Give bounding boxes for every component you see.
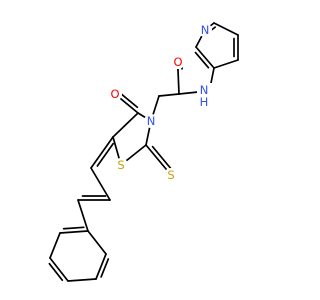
- atom-n-ring-label: N: [147, 114, 156, 128]
- bond-ph4: [49, 257, 69, 282]
- bond-c5-c4: [112, 112, 139, 138]
- atom-n-pyridine-label: N: [201, 23, 210, 37]
- bond-ph6-second: [62, 226, 85, 230]
- atom-nh-amide-h-label: H: [200, 95, 209, 109]
- atom-o-ring-label: O: [110, 87, 119, 101]
- bond-ph1: [87, 230, 107, 255]
- atom-s-ring-label: S: [117, 158, 124, 172]
- atom-n-pyridine: N: [198, 23, 212, 37]
- bond-ph2-second: [100, 258, 110, 278]
- bond-c5-c6: [90, 136, 114, 169]
- bond-c2-s-thione-second: [151, 145, 172, 170]
- atom-s-thione: S: [164, 168, 178, 182]
- bond-pyr3: [213, 22, 239, 36]
- atom-o-amide: O: [171, 55, 185, 69]
- bond-c5-c6-second: [96, 142, 115, 167]
- atom-nh-amide-label: N: [200, 83, 209, 97]
- bond-ca-cb: [158, 93, 180, 97]
- atom-nh-amide: N H: [197, 83, 212, 109]
- bond-cb-cc: [177, 69, 180, 95]
- bond-pyr6-second: [194, 51, 210, 69]
- bond-c6-c7: [90, 167, 111, 201]
- atom-s-ring: S: [114, 158, 128, 172]
- bond-ph6: [59, 230, 89, 234]
- atom-labels: O N S S O N H N: [108, 23, 212, 182]
- bond-ph2: [95, 253, 107, 280]
- bond-pyr6: [195, 46, 215, 69]
- bond-c4-o-second: [119, 92, 139, 109]
- bond-ph3: [67, 278, 97, 282]
- bond-ph4-second: [48, 262, 64, 282]
- atom-n-ring: N: [144, 114, 158, 128]
- bond-pyr1: [213, 59, 239, 69]
- atom-s-thione-label: S: [167, 168, 174, 182]
- atom-o-amide-label: O: [173, 55, 182, 69]
- bond-cc-n: [178, 91, 199, 95]
- atom-o-ring: O: [108, 87, 122, 101]
- bond-c8-c9: [77, 199, 89, 232]
- molecule-structure: O N S S O N H N: [48, 22, 239, 282]
- bonds: [48, 22, 239, 282]
- bond-ph5: [49, 232, 61, 259]
